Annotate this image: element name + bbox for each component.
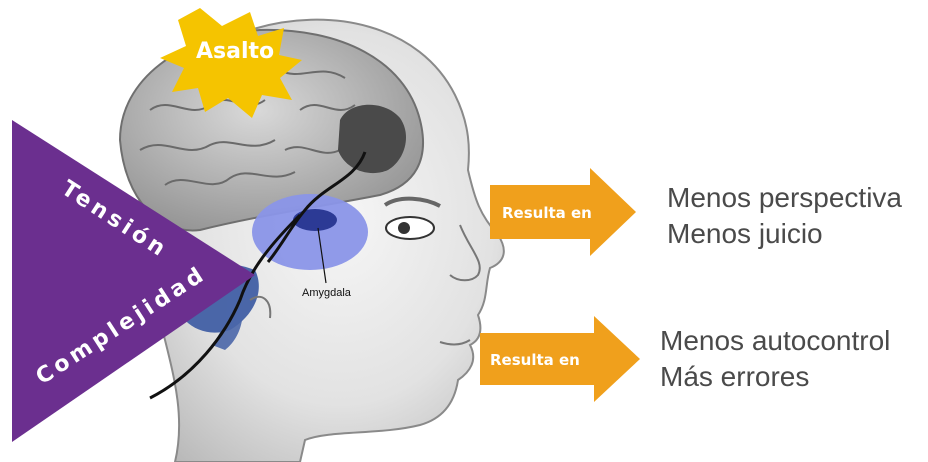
amygdala-label: Amygdala — [302, 287, 352, 299]
result-1-line-1: Menos perspectiva — [667, 180, 902, 216]
prefrontal-region — [338, 105, 406, 173]
result-1-line-2: Menos juicio — [667, 216, 902, 252]
result-arrow-1-label: Resulta en — [502, 204, 592, 222]
amygdala — [293, 209, 337, 231]
result-text-2: Menos autocontrol Más errores — [660, 323, 890, 395]
result-2-line-2: Más errores — [660, 359, 890, 395]
result-arrow-2-label: Resulta en — [490, 351, 580, 369]
assault-label: Asalto — [196, 39, 274, 64]
result-text-1: Menos perspectiva Menos juicio — [667, 180, 902, 252]
result-2-line-1: Menos autocontrol — [660, 323, 890, 359]
pupil — [398, 222, 410, 234]
